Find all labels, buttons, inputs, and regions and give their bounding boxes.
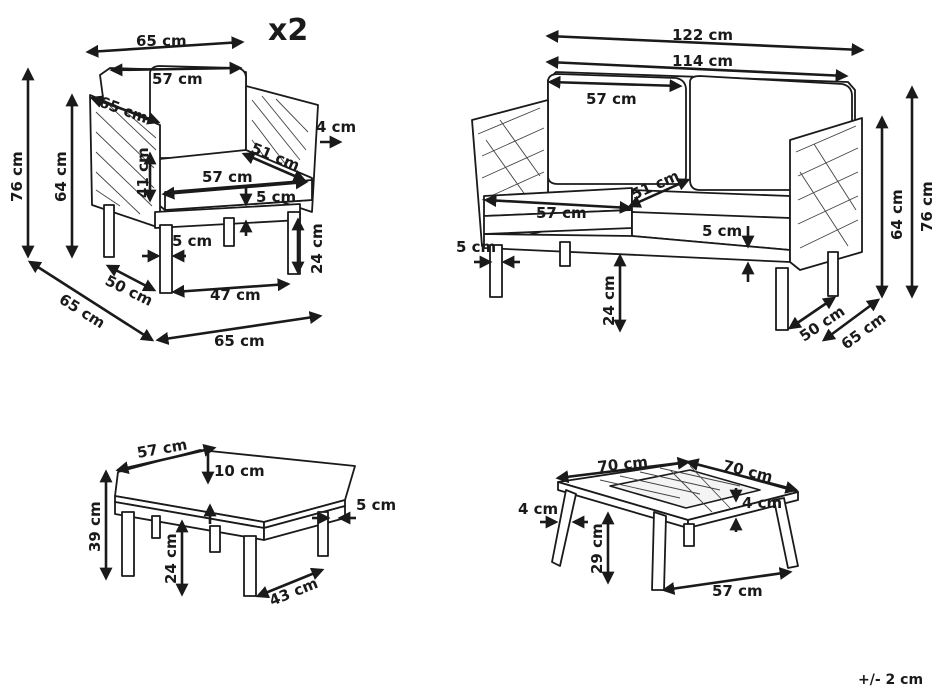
sofa-overall-width-label: 122 cm (672, 26, 733, 44)
sofa-leg-thickness-label: 5 cm (456, 238, 496, 256)
dimension-lines (21, 29, 919, 599)
sofa-inner-width-label: 114 cm (672, 52, 733, 70)
armchair-leg-span-label: 47 cm (210, 286, 261, 304)
quantity-multiplier: x2 (268, 13, 308, 48)
sofa-arm-height-label: 64 cm (888, 189, 906, 240)
sofa-seat-cushion-label: 57 cm (536, 204, 587, 222)
armchair-seat-height-label: 41 cm (134, 147, 152, 198)
sofa-back-cushion-label: 57 cm (586, 90, 637, 108)
armchair-cushion-thickness-label: 5 cm (256, 188, 296, 206)
armchair-seat-width-top-label: 57 cm (152, 70, 203, 88)
ottoman-total-height-label: 39 cm (86, 501, 104, 552)
ottoman-frame-thickness-label: 5 cm (356, 496, 396, 514)
sofa-leg-height-label: 24 cm (600, 275, 618, 326)
armchair-overall-width-label: 65 cm (136, 32, 187, 50)
armchair-arm-thickness-label: 4 cm (316, 118, 356, 136)
ottoman-leg-span-label: 43 cm (267, 574, 321, 610)
sofa-cushion-thickness-label: 5 cm (702, 222, 742, 240)
tolerance-note: +/- 2 cm (858, 672, 923, 688)
sofa-total-height-label: 76 cm (918, 181, 936, 232)
armchair-leg-thickness-label: 5 cm (172, 232, 212, 250)
ottoman-cushion-thickness-label: 10 cm (214, 462, 265, 480)
table-leg-span-label: 57 cm (712, 582, 763, 600)
armchair-seat-width-label: 57 cm (202, 168, 253, 186)
table-height-label: 29 cm (588, 523, 606, 574)
armchair-leg-height-label: 24 cm (308, 223, 326, 274)
table-top-thickness-label: 4 cm (742, 494, 782, 512)
armchair-base-width-label: 65 cm (214, 332, 265, 350)
table-width-label: 70 cm (597, 453, 649, 476)
armchair-arm-height-label: 64 cm (52, 151, 70, 202)
armchair-total-height-label: 76 cm (8, 151, 26, 202)
table-leg-thickness-label: 4 cm (518, 500, 558, 518)
ottoman-leg-height-label: 24 cm (162, 533, 180, 584)
sofa-drawing (471, 71, 863, 331)
